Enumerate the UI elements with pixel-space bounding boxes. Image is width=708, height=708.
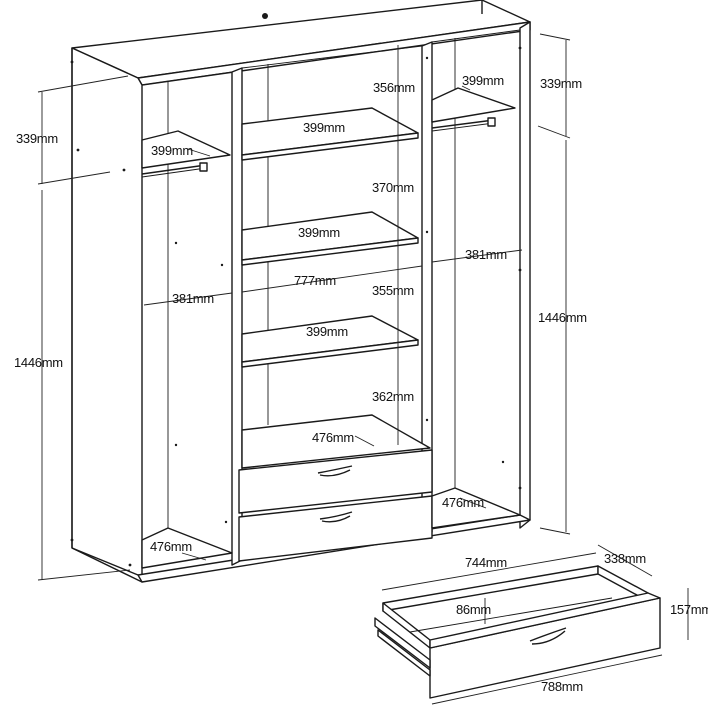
label-drawer-inner-width: 744mm — [465, 555, 507, 570]
label-right-rod-depth: 399mm — [462, 73, 504, 88]
label-drawer-front-height: 157mm — [670, 602, 708, 617]
bottom-floors — [141, 487, 521, 569]
label-center-gap-2: 370mm — [372, 180, 414, 195]
label-left-bottom-depth: 476mm — [150, 539, 192, 554]
hinge-holes — [70, 13, 522, 567]
label-center-gap-4: 362mm — [372, 389, 414, 404]
left-hat-shelf — [141, 130, 231, 178]
drawer-detail — [374, 565, 661, 699]
label-right-bottom-depth: 476mm — [442, 495, 484, 510]
wardrobe-drawers — [238, 449, 433, 562]
label-center-shelf-1-depth: 399mm — [303, 120, 345, 135]
label-left-rod-depth: 399mm — [151, 143, 193, 158]
label-top-right-height: 339mm — [540, 76, 582, 91]
label-drawer-depth: 338mm — [604, 551, 646, 566]
label-top-left-height: 339mm — [16, 131, 58, 146]
label-center-outer-width: 777mm — [294, 273, 336, 288]
label-center-gap-top: 356mm — [373, 80, 415, 95]
label-right-height: 1446mm — [538, 310, 587, 325]
dimension-lines — [37, 33, 689, 705]
center-shelves — [241, 107, 431, 469]
label-drawer-front-width: 788mm — [541, 679, 583, 694]
label-center-gap-3: 355mm — [372, 283, 414, 298]
label-right-inner-width: 381mm — [465, 247, 507, 262]
label-left-inner-width: 381mm — [172, 291, 214, 306]
label-left-height: 1446mm — [14, 355, 63, 370]
label-center-shelf-3-depth: 399mm — [306, 324, 348, 339]
dimension-labels: 339mm 1446mm 399mm 356mm 399mm 339mm 399… — [14, 73, 708, 694]
right-hat-shelf — [431, 87, 516, 132]
label-center-bottom-depth: 476mm — [312, 430, 354, 445]
label-drawer-inner-height: 86mm — [456, 602, 491, 617]
label-center-shelf-2-depth: 399mm — [298, 225, 340, 240]
